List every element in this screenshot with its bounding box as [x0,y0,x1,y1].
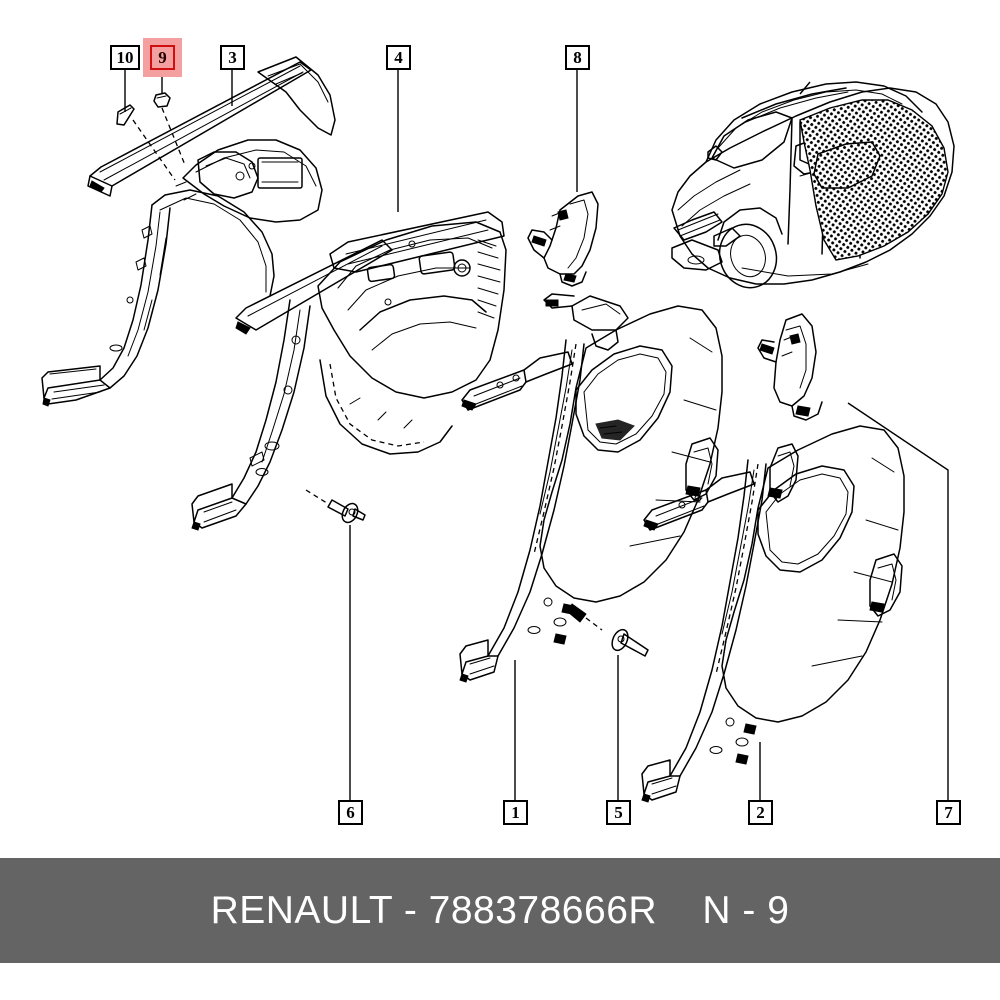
callout-9-highlight: 9 [143,38,182,77]
vehicle-illustration [671,81,955,289]
part-right-rear-quarter-panel [641,425,905,803]
callout-10-label: 10 [116,48,134,67]
part-clip-fastener-5 [567,603,649,657]
footer-part-reference: RENAULT - 788378666R N - 9 [210,888,790,932]
part-left-rear-quarter-panel [459,293,723,683]
callout-7[interactable]: 7 [936,800,961,825]
part-left-body-side-inner-panel [41,56,336,407]
callout-4[interactable]: 4 [386,45,411,70]
callout-3[interactable]: 3 [220,45,245,70]
callout-6[interactable]: 6 [338,800,363,825]
callout-9-label: 9 [158,48,167,67]
part-upper-bracket-left [527,191,599,287]
footer-bar: RENAULT - 788378666R N - 9 [0,858,1000,963]
callout-4-label: 4 [394,48,403,67]
callout-8-label: 8 [573,48,582,67]
callout-7-label: 7 [944,803,953,822]
callout-2[interactable]: 2 [748,800,773,825]
callout-9[interactable]: 9 [150,45,175,70]
part-rear-wheel-arch-inner-structure [191,211,507,531]
part-reinforcement-strip [116,104,135,126]
callout-8[interactable]: 8 [565,45,590,70]
callout-5[interactable]: 5 [606,800,631,825]
leader-lines [124,70,949,800]
callout-1[interactable]: 1 [503,800,528,825]
callout-10[interactable]: 10 [110,45,140,70]
callout-3-label: 3 [228,48,237,67]
callout-1-label: 1 [511,803,520,822]
callout-6-label: 6 [346,803,355,822]
part-pillar-cap-plug [153,92,171,108]
callout-5-label: 5 [614,803,623,822]
callout-2-label: 2 [756,803,765,822]
part-rear-bracket-right [757,313,823,421]
part-clip-fastener-6 [305,489,366,524]
